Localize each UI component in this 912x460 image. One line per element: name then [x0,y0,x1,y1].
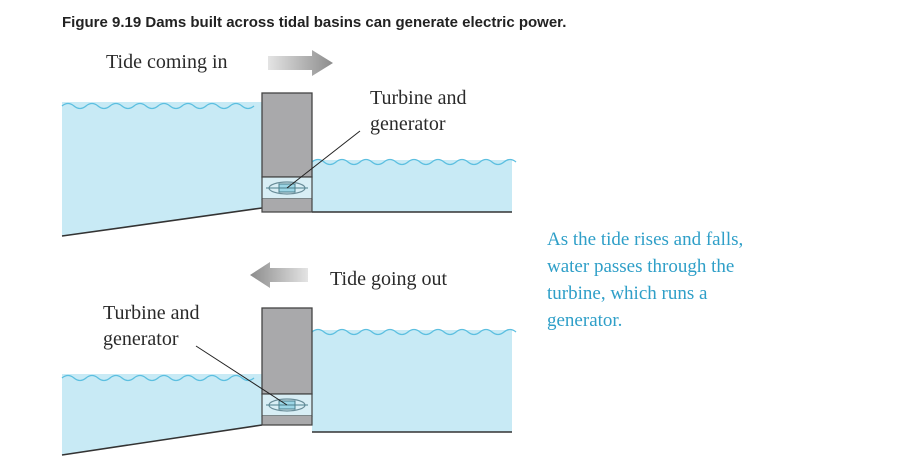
sea-floor-line [61,207,263,237]
dam-wall [261,92,313,178]
dam-wall [261,307,313,395]
wave-line [311,158,517,166]
turbine-label-line1: Turbine and [370,87,466,109]
turbine-pointer-line [195,345,288,406]
explanation-line-2: water passes through the [547,256,734,277]
sea-floor-line [61,424,263,456]
turbine-label-line2: generator [103,328,179,350]
explanation-text: As the tide rises and falls, water passe… [547,229,743,331]
water-left-high [62,102,262,236]
explanation-line-3: turbine, which runs a [547,283,708,304]
panel-tide-going-out: Tide going out Turbine and generator [61,262,517,456]
wave-line [61,102,255,110]
dam-base [261,416,313,426]
arrow-right-icon [268,50,333,76]
water-right-high [312,330,512,432]
dam-base [261,199,313,213]
explanation-line-1: As the tide rises and falls, [547,229,743,250]
turbine-label-line1: Turbine and [103,302,199,324]
wave-line [311,328,517,336]
turbine-pointer-line [286,130,361,189]
water-right-low [312,160,512,212]
explanation-line-4: generator. [547,310,622,331]
tide-coming-in-label: Tide coming in [106,51,228,73]
wave-line [61,374,255,382]
water-left-low [62,374,262,455]
tide-going-out-label: Tide going out [330,268,448,290]
arrow-left-icon [250,262,308,288]
turbine-label-line2: generator [370,113,446,135]
panel-tide-coming-in: Tide coming in Turbine and generator [61,50,517,237]
figure-caption: Figure 9.19 Dams built across tidal basi… [62,14,567,31]
